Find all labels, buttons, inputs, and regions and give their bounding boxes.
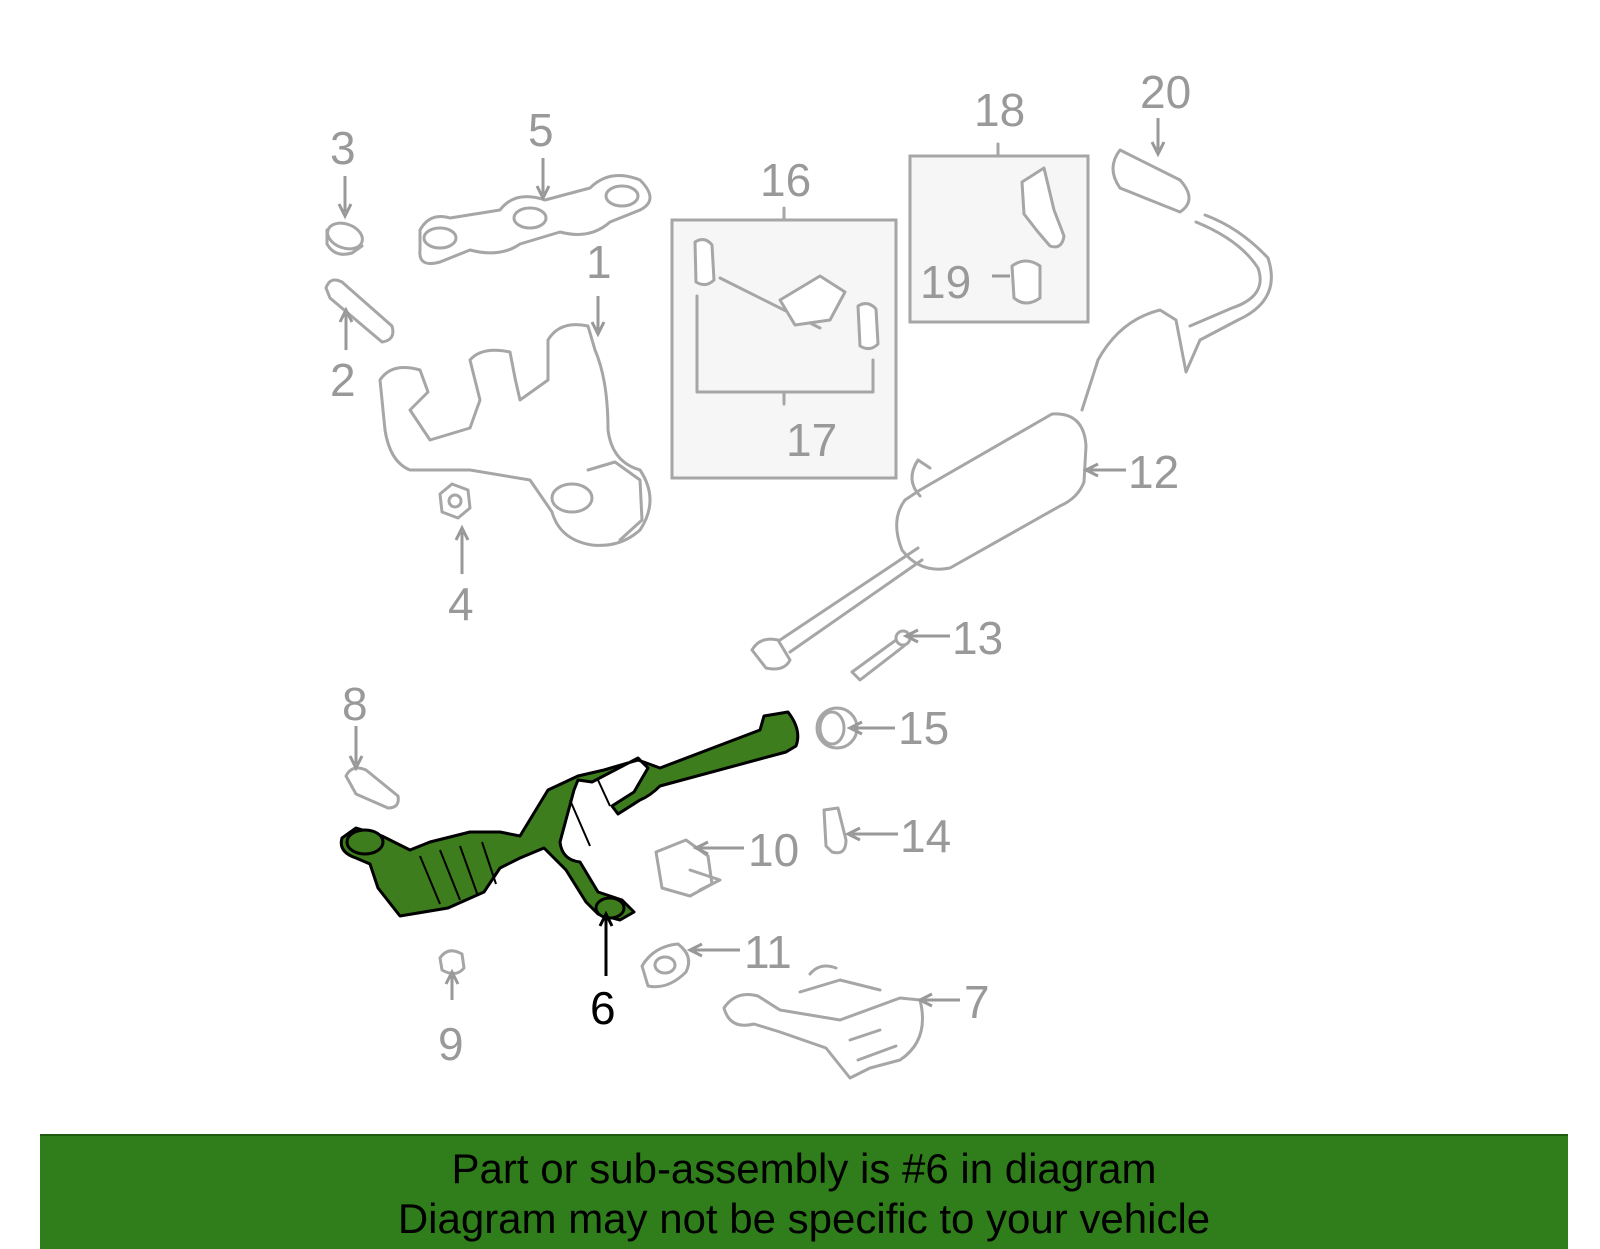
part-20-clamp[interactable]	[1111, 148, 1191, 214]
part-8-bolt[interactable]	[344, 766, 400, 810]
banner-line-1: Part or sub-assembly is #6 in diagram	[451, 1145, 1157, 1192]
part-13-sensor[interactable]	[850, 629, 912, 682]
part-14-hanger[interactable]	[822, 806, 848, 855]
info-banner: Part or sub-assembly is #6 in diagram Di…	[40, 1134, 1568, 1249]
callout-5: 5	[528, 104, 554, 156]
part-11-gasket[interactable]	[640, 942, 691, 989]
callout-18: 18	[974, 84, 1025, 136]
callout-20: 20	[1140, 66, 1191, 118]
callout-16: 16	[760, 154, 811, 206]
part-16-hanger-box[interactable]	[670, 206, 898, 480]
callout-12: 12	[1128, 446, 1179, 498]
callout-8: 8	[342, 678, 368, 730]
part-3-sleeve[interactable]	[324, 219, 366, 256]
callout-13: 13	[952, 612, 1003, 664]
callout-6: 6	[590, 982, 616, 1034]
part-12-muffler[interactable]	[750, 213, 1273, 671]
callout-15: 15	[898, 702, 949, 754]
callout-19: 19	[920, 256, 971, 308]
callout-11: 11	[744, 926, 792, 978]
part-10-insulator[interactable]	[654, 838, 722, 898]
callout-10: 10	[748, 824, 799, 876]
callout-1: 1	[586, 236, 612, 288]
part-7-converter[interactable]	[722, 964, 924, 1080]
callout-7: 7	[964, 976, 990, 1028]
banner-line-2: Diagram may not be specific to your vehi…	[397, 1195, 1211, 1242]
part-18-bracket-box[interactable]	[908, 142, 1090, 324]
callout-9: 9	[438, 1018, 464, 1070]
part-2-stud[interactable]	[324, 278, 395, 344]
part-6-catalytic-y-pipe[interactable]	[339, 710, 800, 922]
part-1-exhaust-manifold[interactable]	[378, 323, 652, 547]
callout-14: 14	[900, 810, 951, 862]
callout-4: 4	[448, 578, 474, 630]
callout-2: 2	[330, 354, 356, 406]
part-5-gasket[interactable]	[418, 174, 652, 265]
callout-17: 17	[786, 414, 837, 466]
leader-lines	[337, 118, 1166, 1008]
part-9-nut[interactable]	[438, 949, 466, 975]
callout-3: 3	[330, 122, 356, 174]
part-4-nut[interactable]	[438, 482, 472, 520]
